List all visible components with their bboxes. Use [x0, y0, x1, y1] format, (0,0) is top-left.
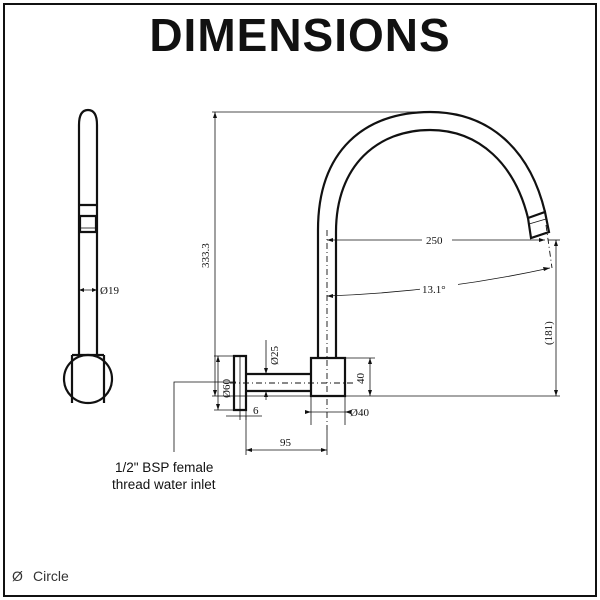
inlet-pipe — [246, 372, 311, 393]
page-title: DIMENSIONS — [149, 9, 451, 61]
inlet-length-label: 95 — [280, 437, 292, 449]
spout-height-label: (181) — [543, 321, 555, 345]
page-border — [3, 3, 597, 597]
inlet-note-line-1: 1/2" BSP female — [115, 460, 213, 475]
side-diameter-label: Ø19 — [100, 285, 119, 297]
spout-inner — [334, 128, 530, 358]
side-view-aerator — [78, 216, 98, 234]
reach-label: 250 — [426, 235, 443, 247]
flange-thickness-label: 6 — [253, 405, 259, 417]
body-diameter-label: Ø40 — [350, 407, 369, 419]
spout-angle-label: 13.1° — [422, 284, 446, 296]
inlet-note-leader — [173, 381, 236, 452]
flange-diameter-label: Ø60 — [221, 379, 233, 398]
side-view-spout — [77, 108, 99, 355]
spout-aerator — [526, 210, 551, 240]
inlet-diameter-label: Ø25 — [269, 346, 281, 365]
side-view: Ø19 — [62, 108, 119, 405]
overall-height-label: 333.3 — [200, 243, 212, 268]
body-height-label: 40 — [355, 373, 367, 385]
dimension-lines: 333.3 250 13.1° (181) 40 Ø40 — [173, 111, 560, 455]
circle-symbol-icon: Ø — [12, 568, 23, 584]
valve-body — [309, 356, 347, 398]
side-view-body — [70, 355, 106, 403]
side-view-flange — [62, 353, 114, 405]
front-view — [230, 110, 553, 430]
legend-label: Circle — [33, 568, 69, 584]
inlet-note-line-2: thread water inlet — [112, 477, 216, 492]
